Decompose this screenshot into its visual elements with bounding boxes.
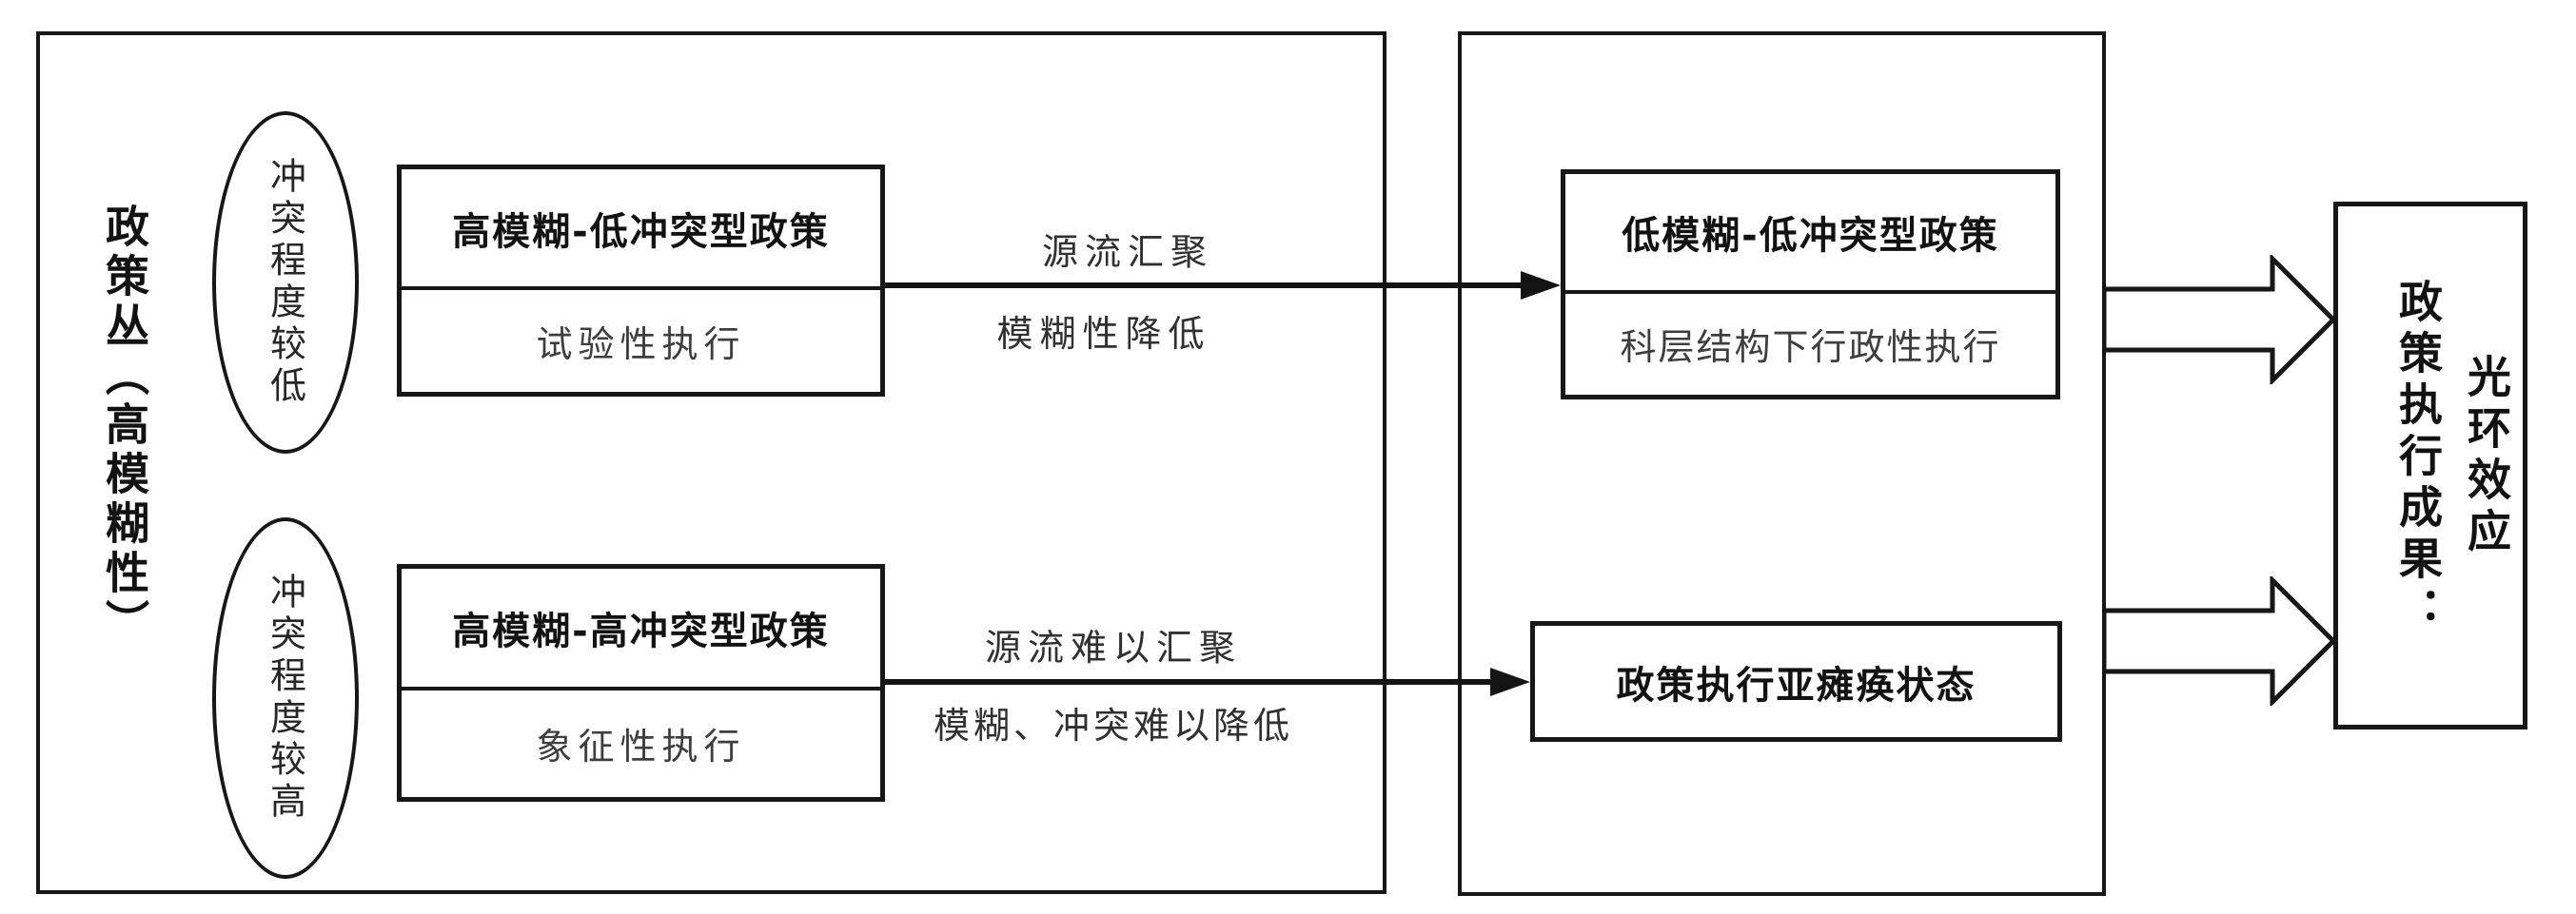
policy-outcome-label: 政策执行成果： — [2392, 279, 2444, 638]
middle-container-box — [1458, 31, 2106, 896]
top-transition-arrow-line — [885, 282, 1521, 288]
symbolic-implementation-label: 象征性执行 — [536, 726, 746, 768]
top-arrow-label-below: 模糊性降低 — [996, 313, 1211, 355]
high-ambiguity-high-conflict-title: 高模糊-高冲突型政策 — [452, 609, 830, 653]
high-ambiguity-high-conflict-box: 高模糊-高冲突型政策 象征性执行 — [397, 564, 885, 802]
high-ambiguity-low-conflict-title: 高模糊-低冲突型政策 — [452, 209, 830, 254]
implementation-paralysis-box: 政策执行亚瘫痪状态 — [1530, 621, 2062, 742]
high-conflict-ellipse: 冲突程度较高 — [212, 517, 359, 879]
implementation-paralysis-title: 政策执行亚瘫痪状态 — [1616, 663, 1976, 708]
low-ambiguity-low-conflict-box: 低模糊-低冲突型政策 科层结构下行政性执行 — [1561, 169, 2060, 399]
experimental-implementation-label: 试验性执行 — [536, 323, 746, 365]
bottom-outcome-block-arrow — [2104, 576, 2337, 706]
top-arrow-label-above: 源流汇聚 — [1041, 231, 1213, 273]
policy-cluster-container-box — [36, 31, 1386, 894]
bottom-transition-arrow-head — [1490, 668, 1530, 696]
halo-effect-label: 光环效应 — [2461, 354, 2512, 559]
high-conflict-ellipse-label: 冲突程度较高 — [264, 573, 306, 824]
high-ambiguity-low-conflict-box: 高模糊-低冲突型政策 试验性执行 — [397, 165, 885, 397]
bottom-transition-arrow-line — [885, 679, 1490, 685]
low-conflict-ellipse: 冲突程度较低 — [212, 111, 359, 454]
low-ambiguity-low-conflict-title: 低模糊-低冲突型政策 — [1622, 213, 1999, 258]
bureaucratic-implementation-label: 科层结构下行政性执行 — [1620, 326, 2001, 369]
bottom-arrow-label-above: 源流难以汇聚 — [984, 627, 1242, 669]
policy-outcome-box — [2333, 202, 2527, 729]
bottom-arrow-label-below: 模糊、冲突难以降低 — [933, 705, 1293, 747]
top-transition-arrow-head — [1521, 271, 1561, 300]
low-conflict-ellipse-label: 冲突程度较低 — [264, 157, 306, 408]
policy-cluster-axis-label: 政策丛（高模糊性） — [99, 204, 150, 649]
top-outcome-block-arrow — [2104, 255, 2337, 384]
